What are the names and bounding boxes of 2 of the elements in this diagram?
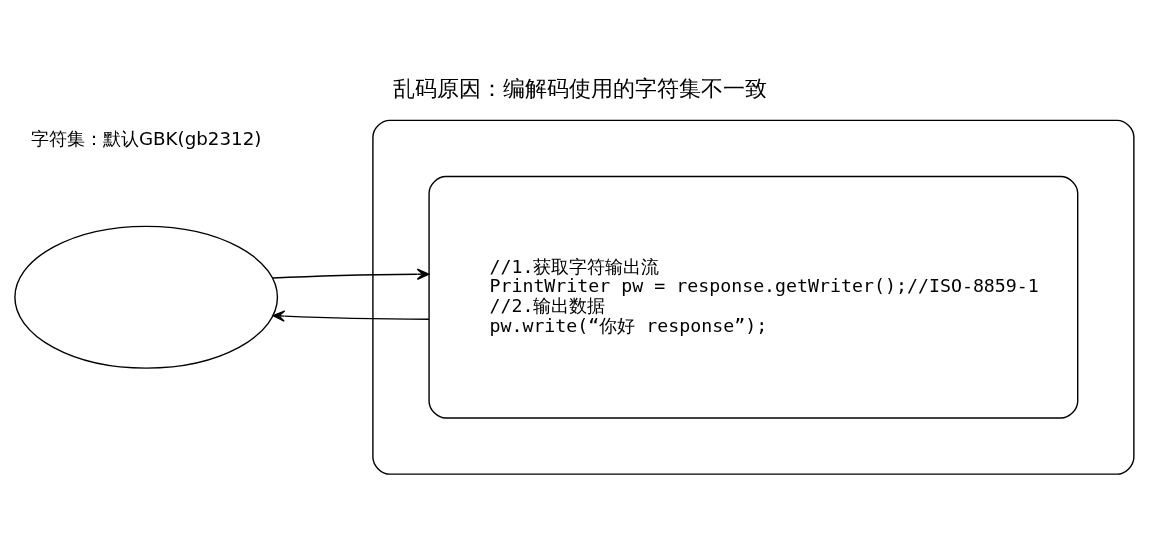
label: 字符集：默认GBK(gb2312) bbox=[30, 127, 262, 149]
diagram-title: 乱码原因：编解码使用的字符集不一致 bbox=[393, 75, 767, 102]
